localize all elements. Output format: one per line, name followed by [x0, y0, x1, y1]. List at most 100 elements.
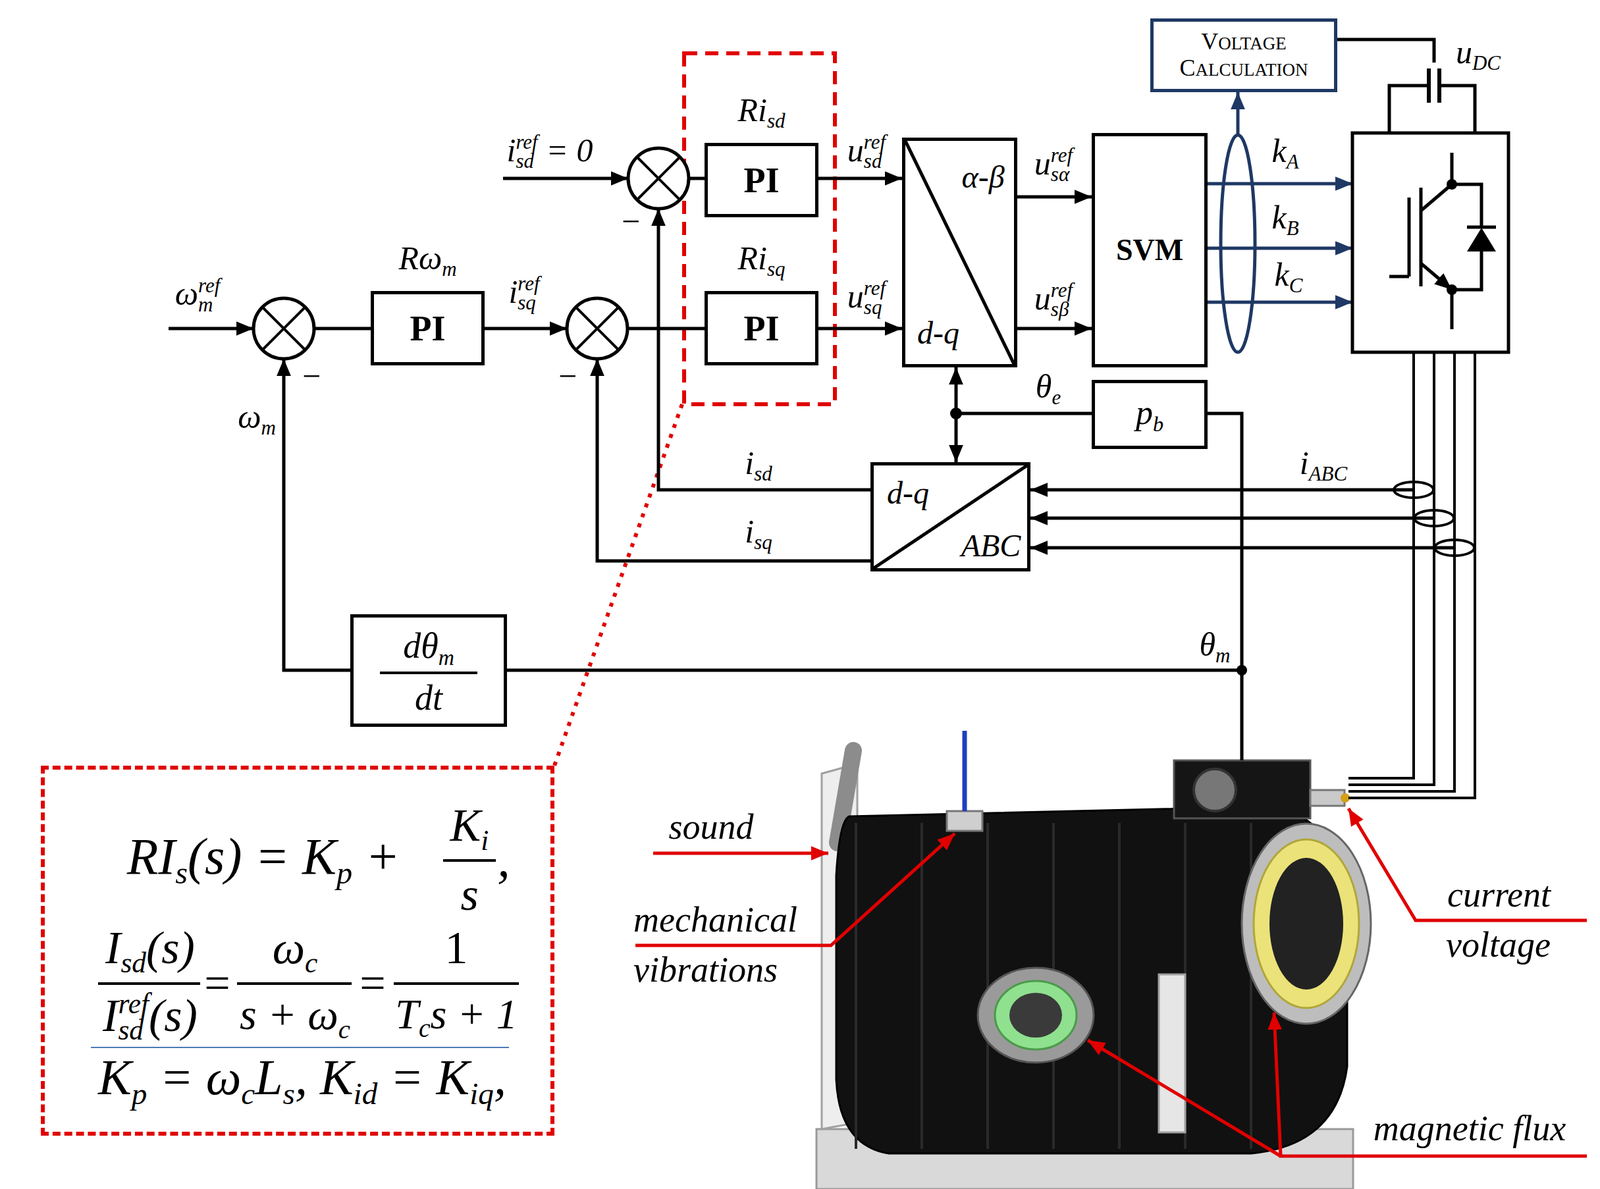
encoder-connector [1193, 769, 1236, 812]
sound-leader [653, 852, 829, 856]
measurement-label: magnetic flux [1373, 1108, 1566, 1149]
gain-box: pb [1091, 379, 1208, 450]
subscript: iq [469, 1076, 494, 1111]
reference-label: ωmref [175, 273, 221, 317]
subscript: c [240, 1076, 255, 1111]
small-caps: OLTAGE [1218, 33, 1286, 54]
signal-connector [1017, 195, 1092, 199]
node-text: Isd(s) [105, 921, 195, 980]
node-text: Tcs + 1 [395, 990, 517, 1044]
node-text: Ki [450, 799, 490, 858]
subscript: c [418, 1013, 431, 1043]
diagonal-line [873, 465, 1028, 569]
connector-pin [1340, 793, 1350, 803]
node-text: s + ωc [239, 989, 351, 1045]
transform-box: α-βd-q [902, 137, 1018, 368]
block-label: Rωm [398, 239, 457, 282]
motor-fin [1118, 823, 1121, 1149]
signal-connector [1017, 327, 1092, 331]
signal-wire [484, 327, 567, 331]
block-label: Risq [737, 239, 785, 282]
flux-coil-hole [1009, 992, 1063, 1038]
superscript: ref [198, 273, 220, 297]
block-label: Risd [737, 91, 785, 134]
igbt-collector [1420, 152, 1452, 211]
node-text: = [359, 957, 386, 1011]
node-text: pb [1135, 393, 1164, 436]
signal-wire [283, 358, 351, 671]
phase-wire [1348, 352, 1475, 799]
signal-wire [658, 208, 871, 490]
node-text: RIs(s) = Kp + [127, 826, 401, 892]
sum-cross [576, 307, 619, 351]
signal-wire [503, 177, 629, 181]
signal-wire [314, 327, 371, 331]
sensor-antenna [962, 730, 968, 812]
signal-connector [954, 367, 959, 463]
superscript: ref [1050, 278, 1073, 302]
current-label: iABC [1299, 444, 1348, 486]
signal-connector [1236, 92, 1240, 135]
igbt-emitter [1420, 263, 1452, 290]
small-caps: ALCULATION [1195, 59, 1309, 80]
diode-triangle [1466, 227, 1496, 252]
fraction-bar [237, 982, 352, 986]
sum-junction [628, 148, 689, 209]
subscript: sd [767, 109, 786, 133]
signal-wire [168, 327, 254, 331]
derivative-box: dθmdt [350, 614, 507, 727]
node-text: = [204, 957, 230, 1011]
subscript: sd [120, 946, 147, 979]
subscript: c [338, 1014, 351, 1045]
signal-wire [956, 412, 1092, 416]
subscript: s [283, 1076, 295, 1111]
node-text: PI [744, 307, 780, 349]
current-feedback [1030, 516, 1435, 521]
superscript: ref [863, 130, 886, 154]
gate-signal [1207, 300, 1353, 305]
signal-label: usαref [1034, 143, 1073, 187]
fraction-bar [443, 859, 496, 862]
node-text: d-q [886, 474, 930, 511]
signal-label: usqref [847, 276, 886, 320]
signal-connector [818, 177, 903, 181]
sign-label: − [302, 357, 321, 396]
sign-label: − [558, 357, 577, 396]
superscript: ref [1050, 143, 1073, 167]
current-feedback [1030, 488, 1414, 492]
igbt-gate [1407, 197, 1412, 277]
current-sensor [1434, 539, 1475, 556]
node-text: PI [744, 159, 780, 201]
node-text: ωc [272, 921, 319, 980]
subscript: e [1051, 385, 1061, 409]
fraction-bar [379, 671, 478, 675]
equation-callout: RIs(s) = Kp +Kis,Isd(s)Isdref(s)=ωcs + ω… [40, 765, 555, 1136]
node-text: Isdref(s) [102, 987, 198, 1048]
subscript: s [175, 855, 188, 891]
superscript: ref [515, 130, 538, 154]
shaft-flange [1241, 823, 1371, 1024]
subscript: C [1289, 273, 1304, 297]
node-text: d-q [917, 314, 960, 351]
node-text: SVM [1116, 233, 1184, 268]
capacitor-symbol [1428, 68, 1440, 103]
signal-group-ellipse [1220, 134, 1255, 353]
dc-bus [1389, 85, 1475, 134]
pi-controller: RωmPI [370, 291, 485, 366]
signal-connector [818, 327, 903, 331]
signal-wire [597, 358, 871, 561]
separator-line [90, 1046, 509, 1049]
junction-dot [1236, 665, 1248, 676]
gate-signal [1207, 246, 1353, 251]
diagonal-line [905, 140, 1014, 365]
subscript: sq [753, 530, 773, 554]
signal-name: kB [1271, 198, 1299, 241]
node-text: , [497, 829, 511, 889]
junction-dot [1446, 284, 1458, 295]
flux-leader [1087, 1040, 1281, 1157]
subscript: DC [1472, 51, 1501, 75]
superscript: ref [517, 271, 540, 295]
subscript: A [1286, 150, 1300, 174]
current-feedback [1030, 546, 1455, 550]
